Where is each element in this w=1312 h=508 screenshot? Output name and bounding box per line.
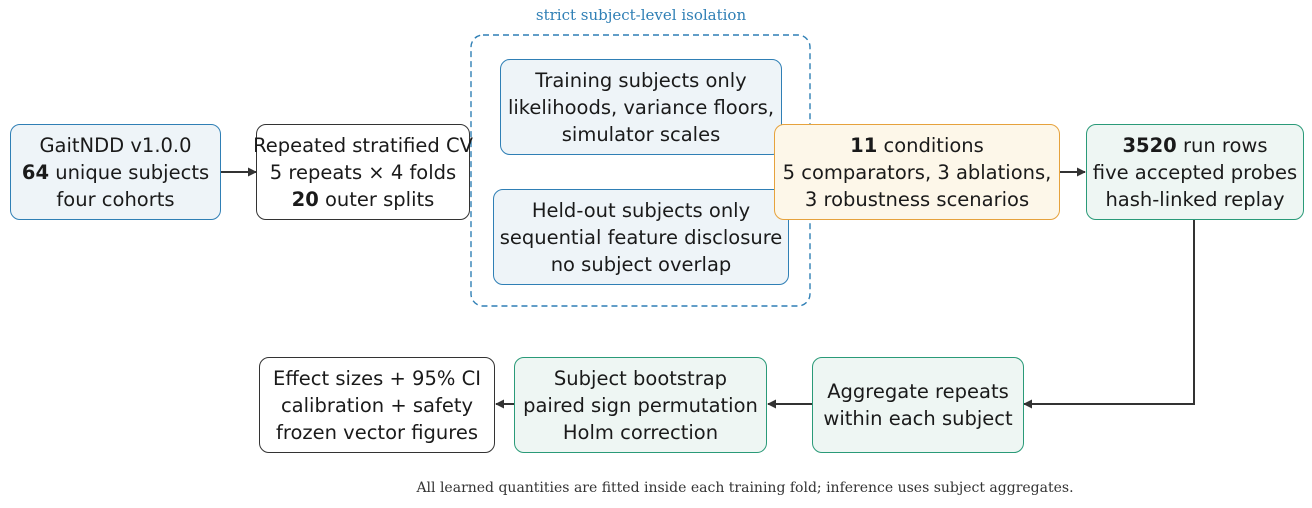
node-line: sequential feature disclosure [500, 224, 783, 251]
node-text: Holm correction [562, 420, 719, 444]
node-text: simulator scales [561, 122, 721, 146]
node-text: outer splits [318, 187, 435, 211]
node-bootstrap: Subject bootstrap paired sign permutation… [514, 357, 767, 453]
node-text: 5 repeats × 4 folds [269, 160, 457, 184]
node-text: Effect sizes + 95% CI [273, 366, 481, 390]
node-effects: Effect sizes + 95% CI calibration + safet… [259, 357, 495, 453]
node-text: Subject bootstrap [553, 366, 728, 390]
node-line: five accepted probes [1093, 159, 1297, 186]
node-text: likelihoods, variance floors, [507, 95, 775, 119]
isolation-label: strict subject-level isolation [535, 6, 747, 24]
node-line: 11 conditions [850, 132, 984, 159]
node-line: 3520 run rows [1122, 132, 1267, 159]
node-line: 64 unique subjects [22, 159, 209, 186]
node-line: 20 outer splits [292, 186, 435, 213]
node-line: 5 repeats × 4 folds [270, 159, 456, 186]
node-number: 64 [21, 160, 50, 184]
node-text: unique subjects [49, 160, 210, 184]
node-line: Subject bootstrap [554, 365, 727, 392]
node-aggregate: Aggregate repeats within each subject [812, 357, 1024, 453]
node-text: no subject overlap [550, 252, 732, 276]
node-text: four cohorts [56, 187, 175, 211]
node-line: within each subject [823, 405, 1012, 432]
node-number: 11 [850, 133, 878, 157]
node-line: simulator scales [562, 121, 721, 148]
footnote: All learned quantities are fitted inside… [416, 480, 1074, 496]
node-text: GaitNDD v1.0.0 [39, 133, 192, 157]
node-line: likelihoods, variance floors, [508, 94, 774, 121]
node-text: frozen vector figures [276, 420, 478, 444]
node-text: Held-out subjects only [531, 198, 751, 222]
node-line: GaitNDD v1.0.0 [39, 132, 191, 159]
node-line: calibration + safety [281, 392, 473, 419]
node-text: Training subjects only [535, 68, 747, 92]
node-text: hash-linked replay [1105, 187, 1285, 211]
node-text: within each subject [823, 407, 1013, 430]
node-line: frozen vector figures [276, 419, 478, 446]
node-line: 3 robustness scenarios [805, 186, 1029, 213]
node-text: 5 comparators, 3 ablations, [782, 160, 1052, 184]
node-text: conditions [877, 133, 984, 157]
node-text: five accepted probes [1092, 160, 1298, 184]
node-text: calibration + safety [280, 393, 474, 417]
node-line: Aggregate repeats [827, 378, 1009, 405]
node-number: 3520 [1122, 133, 1177, 157]
node-line: no subject overlap [551, 251, 732, 278]
node-text: paired sign permutation [523, 393, 758, 417]
node-line: four cohorts [56, 186, 174, 213]
node-cv: Repeated stratified CV 5 repeats × 4 fold… [253, 124, 473, 220]
node-line: 5 comparators, 3 ablations, [783, 159, 1052, 186]
node-number: 20 [291, 187, 319, 211]
arrow-runs-to-aggregate [1023, 219, 1195, 409]
node-text: run rows [1176, 133, 1268, 157]
node-line: Training subjects only [535, 67, 746, 94]
node-line: Holm correction [563, 419, 718, 446]
node-training: Training subjects only likelihoods, varia… [500, 59, 782, 155]
node-text: Aggregate repeats [827, 380, 1009, 403]
node-heldout: Held-out subjects only sequential feature… [493, 189, 789, 285]
node-line: paired sign permutation [523, 392, 758, 419]
node-text: 3 robustness scenarios [804, 187, 1030, 211]
node-text: Repeated stratified CV [253, 133, 473, 157]
node-line: Effect sizes + 95% CI [273, 365, 481, 392]
node-line: Repeated stratified CV [253, 132, 473, 159]
node-line: Held-out subjects only [532, 197, 750, 224]
node-line: hash-linked replay [1105, 186, 1284, 213]
node-text: sequential feature disclosure [499, 225, 783, 249]
